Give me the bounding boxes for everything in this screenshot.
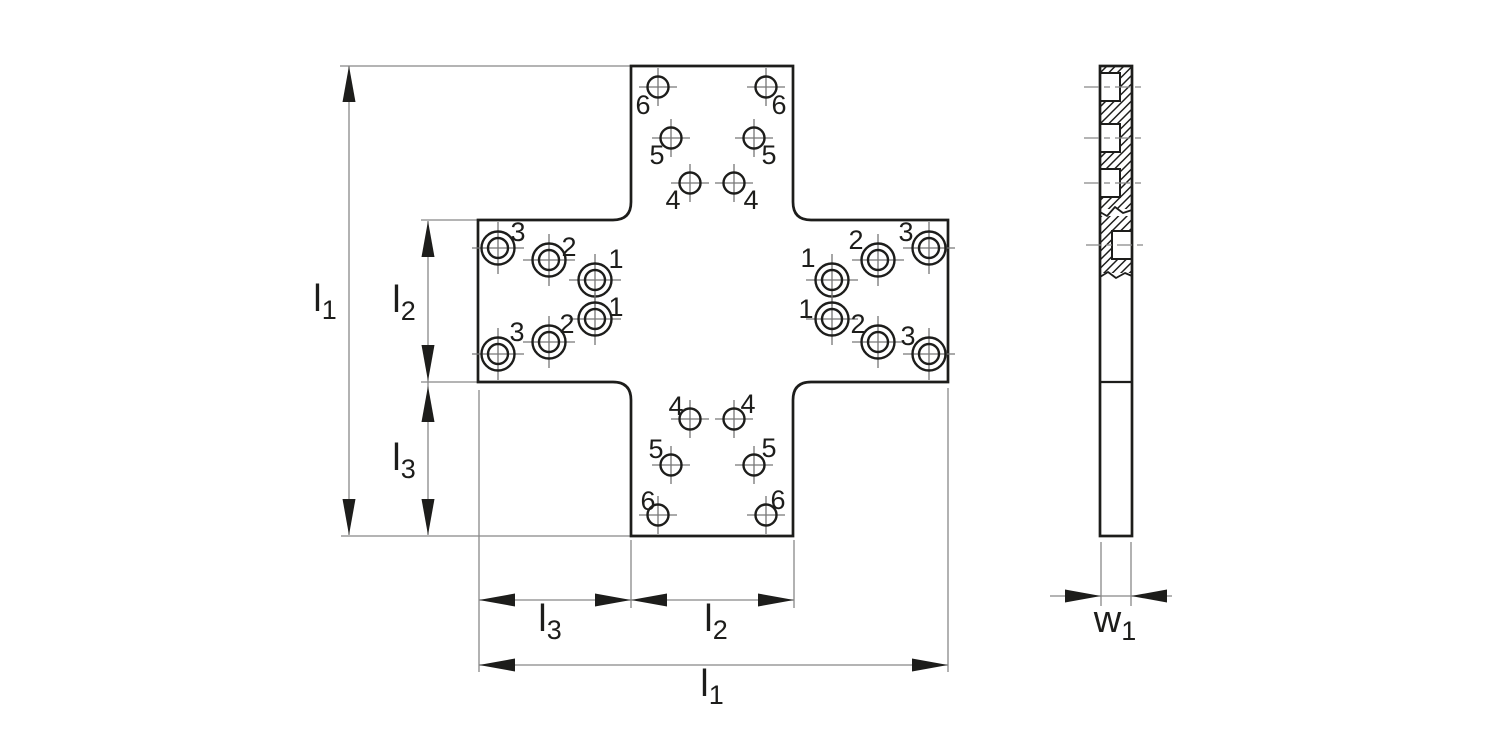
- dim-label-l2-left: l2: [392, 279, 415, 326]
- top-arm-holes: [639, 68, 785, 202]
- break-line: [1099, 271, 1133, 279]
- arrowhead: [342, 499, 356, 535]
- arrowhead: [1131, 589, 1167, 603]
- hole-marker: [652, 119, 690, 157]
- hole-label: 5: [761, 433, 776, 463]
- hole-marker: [569, 293, 621, 345]
- hole-marker: [472, 222, 524, 274]
- hole-label: 1: [608, 244, 623, 274]
- side-view: w1: [1050, 64, 1172, 646]
- hole-label: 3: [898, 217, 913, 247]
- arrowhead: [758, 593, 794, 607]
- hole-label: 5: [649, 140, 664, 170]
- hole-label: 4: [668, 391, 683, 421]
- hole-marker: [652, 446, 690, 484]
- hole-label: 2: [561, 232, 576, 262]
- arrowhead: [479, 593, 515, 607]
- hole-label: 1: [800, 243, 815, 273]
- dimension-l3-l2-horizontal: l3 l2: [479, 593, 794, 645]
- hole-label: 4: [743, 185, 758, 215]
- dimension-l1-horizontal: l1: [479, 658, 948, 710]
- hole-marker: [472, 328, 524, 380]
- side-centerlines: [1084, 86, 1146, 246]
- hole-marker: [639, 496, 677, 534]
- break-line: [1099, 206, 1133, 217]
- hole-label: 6: [770, 485, 785, 515]
- arrowhead: [1065, 589, 1101, 603]
- hole-label: 6: [635, 90, 650, 120]
- hole-marker: [639, 68, 677, 106]
- hole-marker: [735, 446, 773, 484]
- hole-marker: [806, 293, 858, 345]
- arrowhead: [421, 386, 435, 422]
- bottom-arm-holes: [639, 400, 785, 534]
- dim-label-l1-bottom: l1: [700, 663, 723, 710]
- hole-marker: [903, 328, 955, 380]
- left-arm-holes: [472, 222, 621, 380]
- dim-label-l1-left: l1: [313, 278, 336, 325]
- hole-label: 2: [850, 309, 865, 339]
- hole-label: 2: [848, 225, 863, 255]
- cross-plate-outline: [476, 64, 950, 538]
- hole-marker: [852, 316, 904, 368]
- hole-marker: [747, 496, 785, 534]
- hole-marker: [747, 68, 785, 106]
- hole-label: 3: [900, 321, 915, 351]
- dim-label-l3-left: l3: [392, 437, 415, 484]
- hole-marker: [735, 119, 773, 157]
- arrowhead: [421, 499, 435, 535]
- side-plate-outline: [1098, 64, 1134, 538]
- hole-marker: [523, 234, 575, 286]
- dimension-w1: w1: [1050, 542, 1172, 646]
- hole-label: 6: [640, 486, 655, 516]
- arrowhead: [421, 221, 435, 257]
- dim-label-l3-bottom: l3: [538, 598, 561, 645]
- hole-label: 2: [559, 309, 574, 339]
- right-arm-holes: [806, 222, 955, 380]
- hole-label: 1: [798, 294, 813, 324]
- hole-label: 3: [510, 217, 525, 247]
- dimension-l2-l3-vertical: l2 l3: [392, 221, 435, 535]
- dim-label-l2-bottom: l2: [704, 598, 727, 645]
- hole-labels: 6 6 5 5 4 4 3 2 1 1 2 3 1 2 3 1 2 3 4 4 …: [509, 90, 915, 516]
- hole-marker: [903, 222, 955, 274]
- hole-label: 5: [761, 140, 776, 170]
- arrowhead: [631, 593, 667, 607]
- hole-marker: [523, 316, 575, 368]
- hole-label: 3: [509, 317, 524, 347]
- hole-label: 5: [648, 434, 663, 464]
- hole-label: 1: [608, 292, 623, 322]
- dim-label-w1: w1: [1093, 599, 1136, 646]
- hole-marker: [852, 234, 904, 286]
- hole-marker: [671, 164, 709, 202]
- hole-label: 4: [740, 389, 755, 419]
- hole-marker: [715, 400, 753, 438]
- arrowhead: [912, 658, 948, 672]
- dimension-l1-vertical: l1: [313, 66, 356, 535]
- hole-label: 4: [665, 185, 680, 215]
- hole-marker: [671, 400, 709, 438]
- hole-label: 6: [771, 90, 786, 120]
- extension-lines: [340, 65, 949, 672]
- arrowhead: [479, 658, 515, 672]
- front-view: 6 6 5 5 4 4 3 2 1 1 2 3 1 2 3 1 2 3 4 4 …: [313, 64, 955, 710]
- hole-marker: [715, 164, 753, 202]
- arrowhead: [342, 66, 356, 102]
- arrowhead: [421, 345, 435, 381]
- arrowhead: [595, 593, 631, 607]
